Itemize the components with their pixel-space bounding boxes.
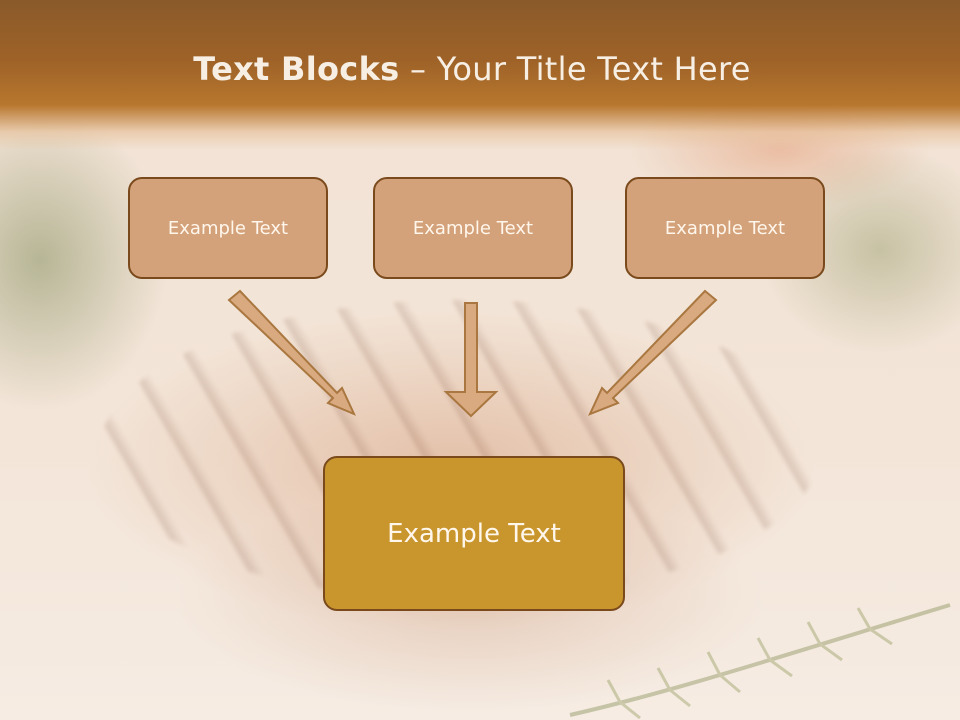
text-block-3[interactable]: Example Text: [625, 177, 825, 279]
target-text-block[interactable]: Example Text: [323, 456, 625, 611]
title-band: [0, 0, 960, 150]
text-block-2[interactable]: Example Text: [373, 177, 573, 279]
text-block-3-label: Example Text: [664, 217, 786, 239]
text-block-1[interactable]: Example Text: [128, 177, 328, 279]
slide-title[interactable]: Text Blocks – Your Title Text Here: [0, 50, 944, 88]
rosemary-sprig: [569, 603, 951, 720]
slide-title-bold: Text Blocks: [193, 50, 400, 88]
slide-title-rest: – Your Title Text Here: [399, 50, 751, 88]
text-block-2-label: Example Text: [412, 217, 534, 239]
target-text-block-label: Example Text: [387, 518, 561, 549]
text-block-1-label: Example Text: [167, 217, 289, 239]
